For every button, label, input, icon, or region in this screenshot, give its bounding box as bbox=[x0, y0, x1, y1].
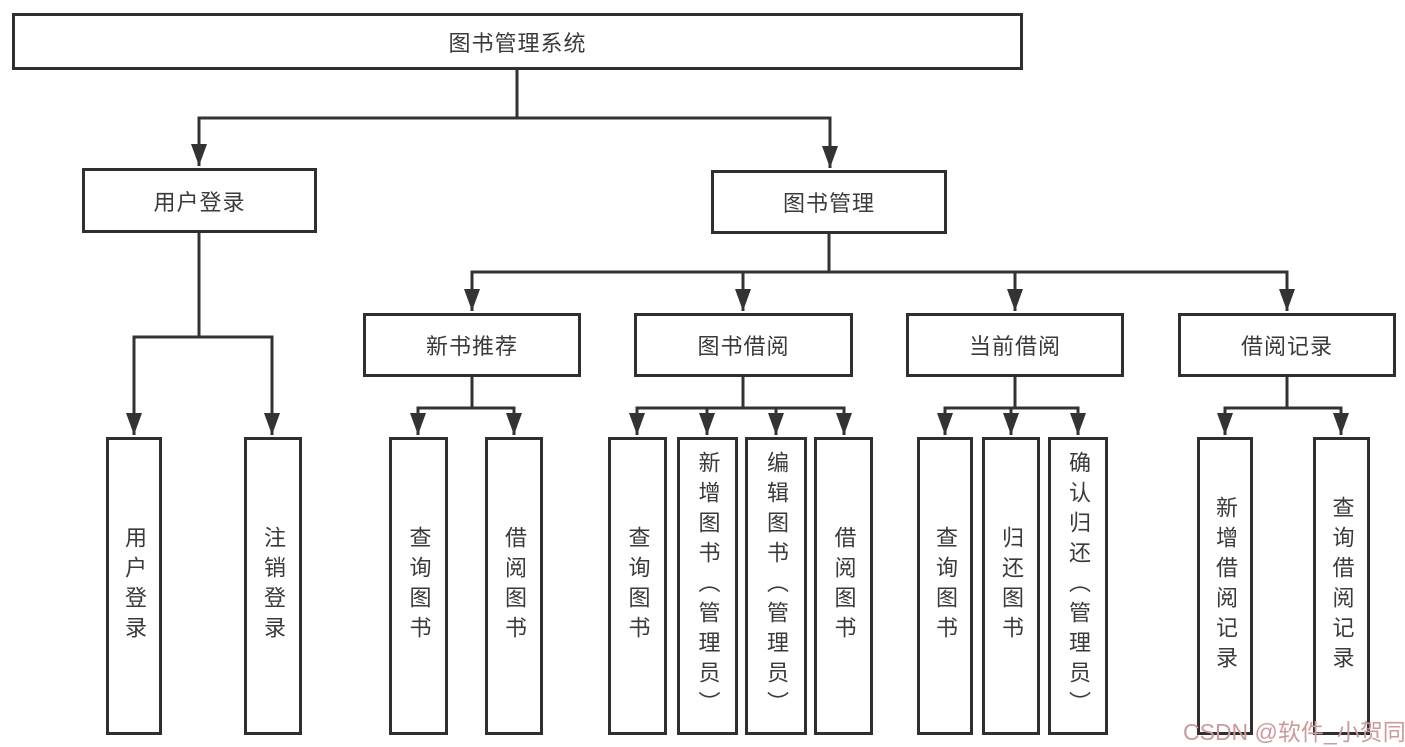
leaf-cb-return-books: 归还图书 bbox=[982, 437, 1040, 735]
node-user-login-label: 用户登录 bbox=[153, 189, 246, 215]
leaf-bb-borrow-books-label: 借阅图书 bbox=[831, 526, 857, 646]
leaf-nbr-query-books: 查询图书 bbox=[389, 437, 448, 735]
node-current-borrowing-label: 当前借阅 bbox=[968, 334, 1061, 359]
leaf-nbr-borrow-books-label: 借阅图书 bbox=[502, 526, 527, 646]
leaf-bb-add-books-admin-label: 新增图书（管理员） bbox=[695, 451, 721, 721]
node-new-book-recommendation-label: 新书推荐 bbox=[425, 334, 518, 359]
leaf-logout-login: 注销登录 bbox=[244, 437, 302, 735]
node-new-book-recommendation: 新书推荐 bbox=[363, 313, 581, 377]
leaf-cb-query-books: 查询图书 bbox=[917, 437, 973, 735]
node-user-login: 用户登录 bbox=[82, 168, 317, 233]
leaf-br-add-record: 新增借阅记录 bbox=[1197, 437, 1253, 735]
leaf-cb-confirm-return-admin-label: 确认归还（管理员） bbox=[1066, 451, 1091, 721]
leaf-br-query-record: 查询借阅记录 bbox=[1313, 437, 1370, 735]
leaf-bb-query-books-label: 查询图书 bbox=[625, 526, 651, 646]
node-current-borrowing: 当前借阅 bbox=[906, 313, 1124, 377]
leaf-br-query-record-label: 查询借阅记录 bbox=[1329, 496, 1355, 676]
leaf-cb-confirm-return-admin: 确认归还（管理员） bbox=[1048, 437, 1108, 735]
leaf-user-login: 用户登录 bbox=[106, 437, 162, 735]
watermark: CSDN @软件_小贺同学 bbox=[1183, 719, 1405, 745]
leaf-cb-query-books-label: 查询图书 bbox=[933, 526, 958, 646]
node-book-management-label: 图书管理 bbox=[782, 191, 875, 216]
node-borrowing-records: 借阅记录 bbox=[1178, 313, 1396, 377]
leaf-bb-query-books: 查询图书 bbox=[608, 437, 667, 735]
leaf-bb-borrow-books: 借阅图书 bbox=[814, 437, 873, 735]
leaf-bb-add-books-admin: 新增图书（管理员） bbox=[677, 437, 738, 735]
leaf-nbr-borrow-books: 借阅图书 bbox=[485, 437, 543, 735]
leaf-bb-edit-books-admin: 编辑图书（管理员） bbox=[745, 437, 807, 735]
connector-arrows bbox=[126, 118, 1349, 435]
node-book-borrowing: 图书借阅 bbox=[634, 313, 853, 377]
leaf-bb-edit-books-admin-label: 编辑图书（管理员） bbox=[764, 451, 789, 721]
node-root-label: 图书管理系统 bbox=[448, 30, 587, 56]
node-book-management: 图书管理 bbox=[711, 170, 947, 234]
leaf-cb-return-books-label: 归还图书 bbox=[999, 526, 1024, 646]
leaf-nbr-query-books-label: 查询图书 bbox=[406, 526, 432, 646]
leaf-br-add-record-label: 新增借阅记录 bbox=[1213, 496, 1238, 676]
leaf-logout-login-label: 注销登录 bbox=[261, 526, 286, 646]
node-root: 图书管理系统 bbox=[12, 13, 1023, 70]
node-borrowing-records-label: 借阅记录 bbox=[1240, 334, 1333, 359]
node-book-borrowing-label: 图书借阅 bbox=[697, 334, 790, 359]
leaf-user-login-label: 用户登录 bbox=[122, 526, 147, 646]
